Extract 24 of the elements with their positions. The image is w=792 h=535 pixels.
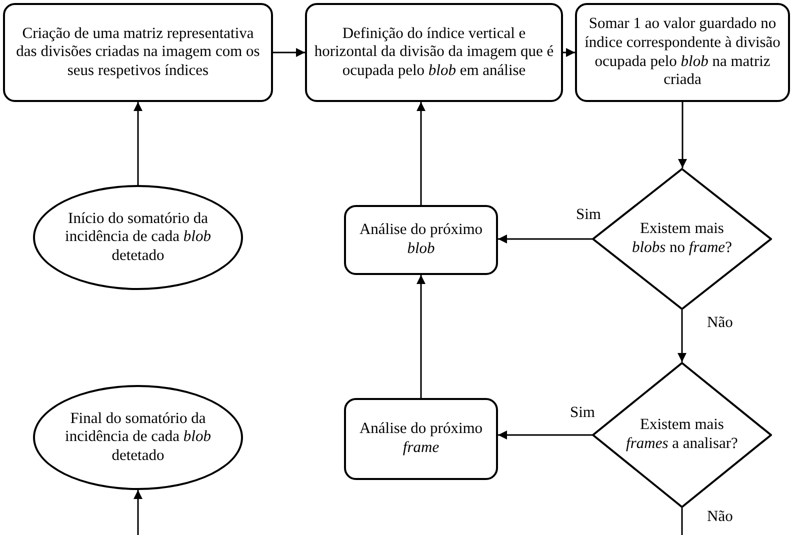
node-text: Existem mais frames a analisar? <box>626 416 738 454</box>
node-text: Somar 1 ao valor guardado no índice correspondente à divisão ocupada pelo blob na matriz criada <box>584 15 782 90</box>
arrow <box>678 310 686 362</box>
node-text: Análise do próximo frame <box>358 420 484 458</box>
node-text: Definição do índice vertical e horizontal da divisão da imagem que é ocupada pelo blob em análise <box>313 24 555 80</box>
arrow <box>134 102 142 185</box>
node-text: Final do somatório da incidência de cada blob detetado <box>64 410 212 466</box>
process-box <box>305 3 563 102</box>
arrow <box>498 430 592 440</box>
arrow <box>416 275 426 398</box>
arrow <box>416 102 426 205</box>
arrow <box>498 234 592 244</box>
arrow <box>563 48 575 57</box>
node-text: Início do somatório da incidência de cada blob detetado <box>64 210 212 266</box>
process-box <box>344 398 498 480</box>
node-text: Criação de uma matriz representativa das divisões criadas na imagem com os seus respetivos índices <box>15 24 261 80</box>
process-box <box>344 205 498 275</box>
arrow <box>134 490 142 535</box>
node-text: Existem mais blobs no frame? <box>631 220 733 258</box>
arrow <box>678 102 687 168</box>
arrow <box>273 48 305 57</box>
process-box <box>575 3 790 102</box>
process-box <box>3 3 273 102</box>
node-text: Análise do próximo blob <box>358 221 484 259</box>
